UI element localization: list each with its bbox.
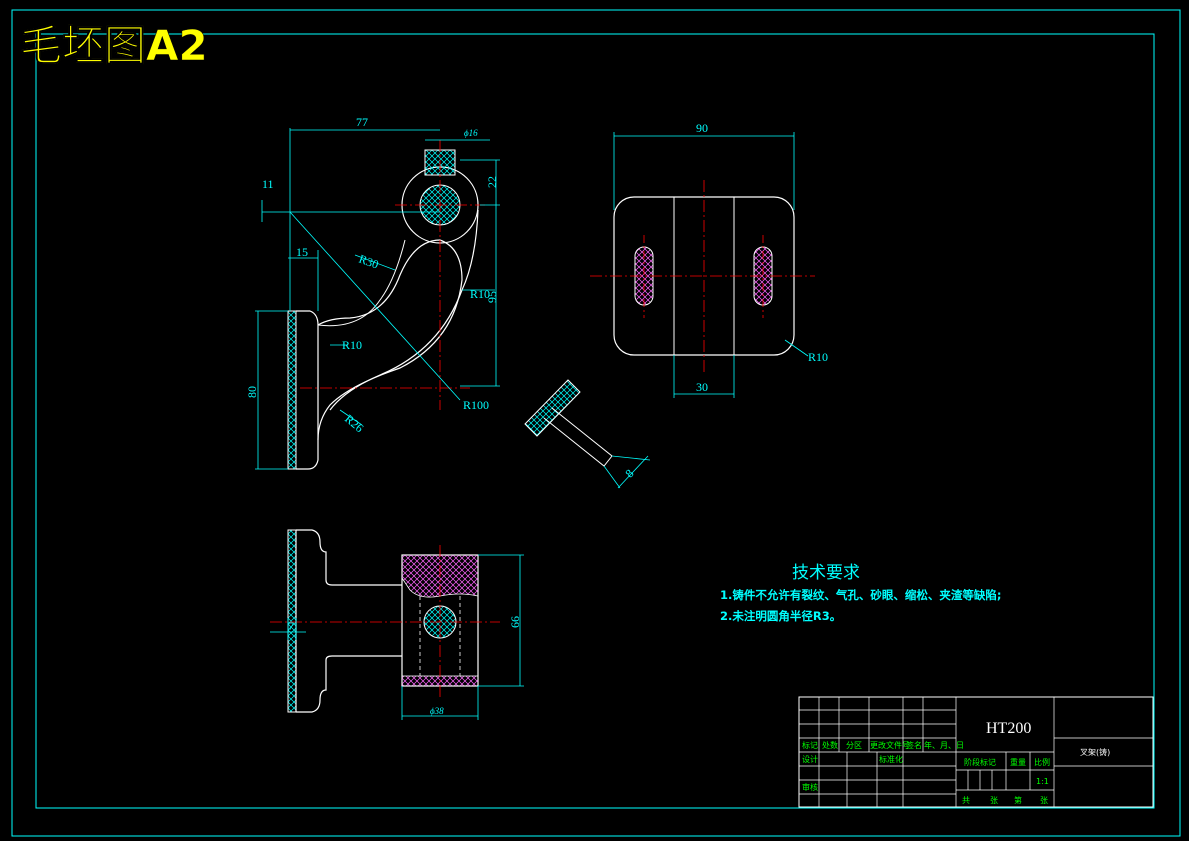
top-view: 7 66 ϕ38: [270, 529, 524, 720]
dim-30: 30: [696, 380, 708, 394]
notes-line-2: 2.未注明圆角半径R3。: [720, 609, 841, 623]
section-rib: [543, 407, 613, 467]
tb-stage-mark: 阶段标记: [964, 757, 996, 767]
tb-label-zone: 分区: [846, 741, 862, 750]
dim-r30: R30: [357, 252, 381, 272]
tb-scale: 1:1: [1036, 777, 1049, 786]
dim-80: 80: [245, 386, 259, 398]
tb-sheet-unit-2: 张: [1040, 796, 1048, 805]
dim-22: 22: [485, 176, 499, 188]
dim-phi16: ϕ16: [464, 128, 478, 138]
tb-label-change-doc: 更改文件号: [870, 740, 910, 750]
tb-weight: 重量: [1010, 757, 1026, 767]
dim-r100: R100: [463, 398, 489, 412]
dim-11: 11: [262, 177, 274, 191]
dim-90: 90: [696, 121, 708, 135]
front-arm-outline: [317, 239, 463, 441]
tb-scale-label: 比例: [1034, 757, 1050, 767]
dim-8: 8: [622, 466, 636, 480]
dim-95: 95: [485, 291, 499, 303]
tb-label-count: 处数: [822, 740, 838, 750]
tb-part-name: 叉架(铸): [1080, 747, 1110, 757]
dim-7: 7: [288, 619, 294, 633]
tb-label-sign: 签名: [906, 740, 922, 750]
front-arm-outer-2: [329, 209, 479, 411]
front-view: 77 ϕ16 22 11 15 R30 R10 95 R10 80 R26 R1…: [245, 115, 500, 470]
title-block: 标记 处数 分区 更改文件号 签名 年、月、日 设计 标准化 审核 HT200 …: [798, 696, 1154, 808]
tb-sheet-unit-1: 张: [990, 796, 998, 805]
front-base-plate: [287, 310, 297, 470]
section-detail: 8: [524, 379, 651, 489]
tb-design: 设计: [802, 754, 818, 764]
notes-line-1: 1.铸件不允许有裂纹、气孔、砂眼、缩松、夹渣等缺陷;: [720, 588, 1001, 602]
dim-r10a: R10: [470, 287, 490, 301]
notes-heading: 技术要求: [792, 563, 860, 583]
tb-label-mark: 标记: [802, 740, 818, 750]
inner-frame: [35, 33, 1155, 809]
outer-border: [11, 9, 1181, 837]
tb-standardize: 标准化: [879, 754, 903, 764]
top-base-outline: [295, 529, 402, 713]
dim-15: 15: [296, 245, 308, 259]
drawing-title: 毛坯图A2: [20, 21, 208, 70]
technical-notes: 技术要求 1.铸件不允许有裂纹、气孔、砂眼、缩松、夹渣等缺陷; 2.未注明圆角半…: [720, 563, 1001, 623]
dim-r26: R26: [342, 412, 366, 436]
dim-r10b: R10: [342, 338, 362, 352]
tb-material: HT200: [986, 720, 1031, 737]
dim-phi38: ϕ38: [430, 706, 444, 716]
dim-77: 77: [356, 115, 368, 129]
front-arm-outer: [317, 239, 406, 327]
dim-r10c: R10: [808, 350, 828, 364]
tb-review: 审核: [802, 782, 818, 792]
tb-page: 第: [1014, 795, 1022, 805]
side-view: 90 30 R10: [590, 121, 828, 398]
dim-66: 66: [508, 616, 522, 628]
tb-total: 共: [962, 796, 970, 805]
front-base-outline: [296, 310, 319, 470]
tb-label-date: 年、月、日: [924, 740, 964, 750]
